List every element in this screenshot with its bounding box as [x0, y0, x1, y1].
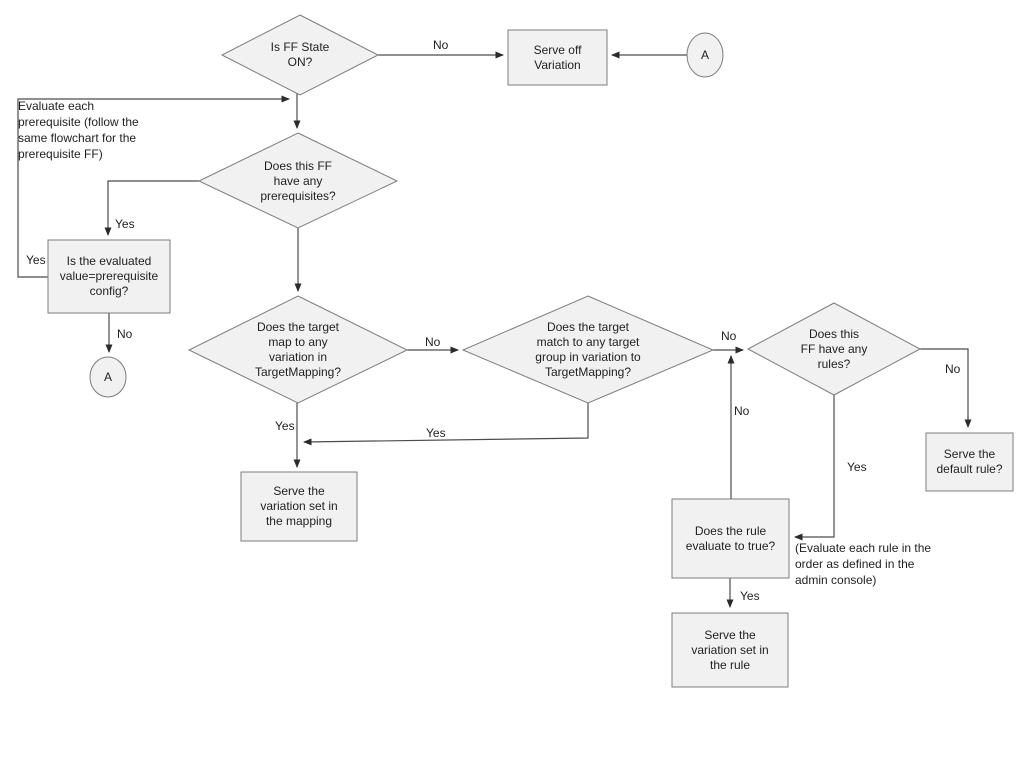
edge-label-group-yes: Yes	[426, 426, 446, 440]
decision-target-group-shape	[461, 295, 715, 404]
process-serve-variation-mapping-shape	[240, 471, 358, 542]
process-serve-variation-rule-shape	[671, 612, 789, 688]
process-evaluated-value-shape	[47, 239, 171, 314]
process-serve-default-rule-shape	[925, 432, 1014, 492]
edge-label-rules-yes: Yes	[847, 460, 867, 474]
edge-rules-no	[920, 348, 972, 428]
annotation-prerequisite-note: Evaluate each prerequisite (follow the s…	[18, 99, 139, 161]
edge-label-prereq-yes: Yes	[115, 217, 135, 231]
edge-label-evaluated-no: No	[117, 327, 133, 341]
edge-rules-yes	[794, 395, 835, 541]
annotation-rule-order-note: (Evaluate each rule in the order as defi…	[795, 541, 932, 587]
process-rule-evaluate-shape	[671, 498, 790, 579]
edge-group-yes	[303, 403, 589, 446]
edge-label-prereq-loop-yes: Yes	[26, 253, 46, 267]
edge-label-rules-no: No	[945, 362, 961, 376]
decision-is-ff-state-on-shape	[220, 14, 380, 96]
connector-a-left-shape	[89, 356, 127, 398]
decision-has-prerequisites-shape	[197, 132, 399, 229]
edge-label-rule-loop-no: No	[734, 404, 750, 418]
edge-label-rule-true-yes: Yes	[740, 589, 760, 603]
edge-label-group-no: No	[721, 329, 737, 343]
decision-target-mapping-shape	[187, 295, 409, 404]
edge-prereq-yes	[104, 180, 199, 236]
edge-label-mapping-yes: Yes	[275, 419, 295, 433]
edge-label-mapping-no: No	[425, 335, 441, 349]
edge-prereq-loop	[17, 95, 290, 278]
process-serve-off-variation-shape	[507, 29, 608, 86]
connector-a-top-shape	[686, 32, 724, 78]
decision-rules-shape	[746, 302, 922, 396]
edge-label-state-off-no: No	[433, 38, 449, 52]
